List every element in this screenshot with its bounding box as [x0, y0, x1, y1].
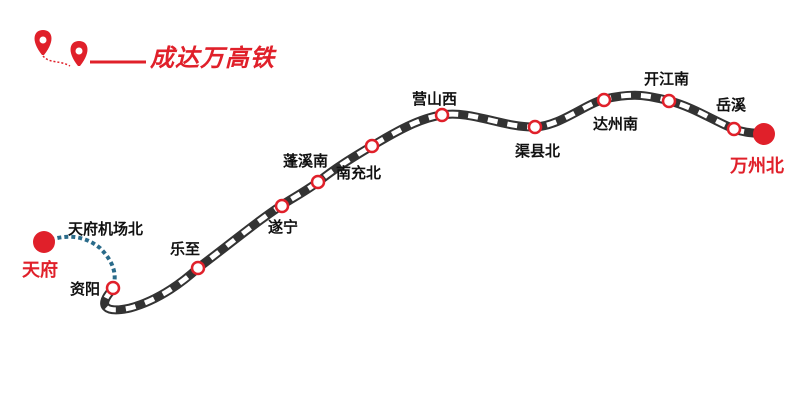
station-marker [596, 92, 612, 108]
railway-line [100, 90, 769, 315]
station-markers [105, 92, 742, 296]
railway-stripes [102, 92, 765, 313]
station-label: 天府机场北 [68, 220, 144, 238]
station-label: 资阳 [70, 280, 101, 298]
station-label: 开江南 [644, 70, 690, 88]
station-label: 南充北 [336, 164, 382, 182]
station-marker [274, 198, 290, 214]
route-title: 成达万高铁 [150, 44, 275, 72]
station-label: 遂宁 [268, 218, 299, 236]
logo-icon [34, 30, 146, 67]
station-marker [310, 174, 326, 190]
station-label: 岳溪 [716, 96, 747, 114]
station-label: 蓬溪南 [283, 152, 329, 170]
terminal-start-label: 天府 [22, 260, 58, 281]
station-marker [527, 119, 543, 135]
terminal-end-marker [753, 123, 775, 145]
station-label: 渠县北 [515, 142, 561, 160]
station-marker [364, 138, 380, 154]
station-marker [190, 260, 206, 276]
station-label: 达州南 [593, 115, 639, 133]
station-label: 乐至 [170, 240, 201, 258]
terminal-end-label: 万州北 [730, 156, 784, 177]
station-marker [726, 121, 742, 137]
station-marker [434, 107, 450, 123]
station-label: 营山西 [412, 90, 458, 108]
terminal-start-marker [33, 231, 55, 253]
branch-line [43, 234, 117, 291]
station-marker [105, 280, 121, 296]
station-marker [661, 93, 677, 109]
